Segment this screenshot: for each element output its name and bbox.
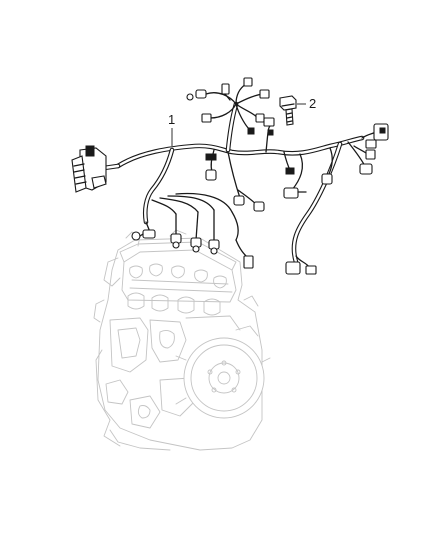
connector [361, 123, 389, 149]
connector [321, 147, 333, 185]
injector-connector [190, 211, 202, 253]
connector [235, 239, 254, 269]
ecu-connector [71, 145, 121, 193]
callout-number: 1 [168, 112, 175, 127]
callout-number: 2 [309, 96, 316, 111]
injector-connector [170, 213, 182, 249]
bolt [279, 95, 297, 126]
connector [227, 151, 265, 212]
connector [347, 141, 376, 175]
callout-1: 1 [168, 112, 175, 146]
connector [283, 153, 307, 199]
engine-block [93, 229, 271, 451]
callout-2: 2 [297, 96, 316, 111]
wiring-harness [71, 77, 389, 275]
connector [263, 117, 275, 153]
injector-connector [208, 209, 220, 255]
connector-cluster [186, 77, 270, 135]
injector-connector [131, 221, 156, 241]
flywheel [183, 337, 265, 419]
connector [283, 151, 295, 175]
connector [205, 149, 217, 181]
